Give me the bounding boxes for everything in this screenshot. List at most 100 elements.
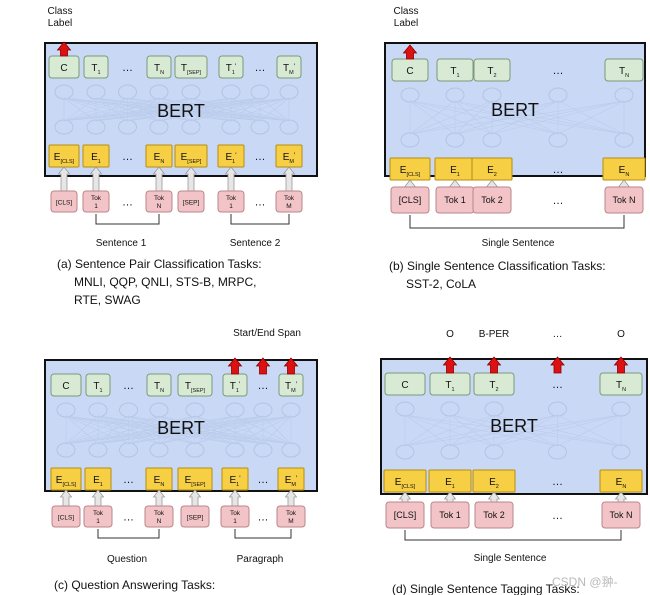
tag-arrow [442,356,458,374]
input-token-box [275,190,303,213]
attention-edge [95,97,192,122]
input-token-box [385,501,425,529]
attention-edge [493,414,558,447]
input-token-label: [SEP] [187,515,204,522]
attention-edge [158,415,196,445]
input-token-label: 1 [229,203,233,210]
panel-caption: (d) Single Sentence Tagging Tasks: [392,582,580,595]
attention-node [395,444,415,460]
attention-edge [95,97,232,122]
attention-node [614,132,634,148]
attention-node [611,444,631,460]
output-token-box [276,55,302,79]
attention-edge [63,97,160,122]
attention-edge [557,414,622,447]
attention-edge [95,97,160,122]
attention-edge [127,97,290,122]
embedding-label: E[SEP] [181,152,202,165]
group-bracket [95,214,160,225]
attention-node [181,119,201,135]
input-token-box [604,186,644,214]
attention-edge [409,100,625,135]
attention-edge [158,415,292,445]
span-label: Start/End Span [233,328,301,339]
output-token-box [218,55,244,79]
attention-edge [259,97,290,122]
input-token-label: N [157,203,162,210]
attention-edge [97,415,196,445]
attention-node [118,119,137,135]
attention-edge [97,415,264,445]
span-arrow [283,357,299,375]
attention-edge [404,414,495,447]
output-token-label: T[SEP] [185,381,206,394]
attention-edge [190,97,290,122]
output-token-label: C [62,381,69,392]
input-token-label: Tok [154,510,165,517]
attention-edge [262,415,292,445]
attention-node [225,442,245,458]
attention-edge [63,97,232,122]
attention-node [253,442,273,458]
attention-node [88,402,108,418]
attention-edge [95,97,160,122]
attention-node [445,87,465,103]
input-arrow [448,179,462,188]
attention-edge [190,97,232,122]
attention-edge [158,415,264,445]
attention-edge [65,415,196,445]
attention-node [221,119,241,135]
attention-node [279,84,299,100]
input-arrow [617,179,631,188]
ellipsis-t: … [123,380,134,392]
attention-node [482,87,502,103]
input-token-box [144,505,174,528]
attention-node [149,442,169,458]
attention-edge [234,415,292,445]
embedding-label: E[CLS] [54,152,75,165]
attention-node [440,401,460,417]
attention-edge [128,415,236,445]
output-token-box [473,58,511,82]
attention-node [253,402,273,418]
input-token-box [474,501,514,529]
output-token-box [85,373,111,397]
attention-edge [97,415,236,445]
input-token-box [82,190,110,213]
attention-edge [95,97,128,122]
attention-edge [63,97,128,122]
attention-node [88,442,108,458]
input-token-label: N [157,518,162,525]
attention-edge [128,415,236,445]
input-token-box [276,505,306,528]
attention-edge [63,97,290,122]
attention-edge [95,97,232,122]
ellipsis-e: … [123,474,134,486]
group-bracket [97,529,160,539]
panel-caption: (b) Single Sentence Classification Tasks… [389,259,606,273]
tag-arrow [486,356,502,374]
attention-edge [449,414,495,447]
attention-node [548,444,567,460]
ellipsis-input: … [553,195,564,207]
attention-edge [158,97,261,122]
embedding-label: E[CLS] [400,165,421,178]
attention-edge [491,100,625,135]
group-bracket [404,530,622,541]
output-token-box [146,373,172,397]
output-token-box [146,55,172,79]
attention-node [225,402,245,418]
class-label-text: Label [394,18,418,29]
attention-edge [230,97,290,122]
attention-edge [557,100,625,135]
output-token-label: TN [616,380,626,393]
embedding-label: E1' [229,475,240,488]
attention-node [400,87,420,103]
input-arrow [152,166,166,192]
attention-edge [158,97,232,122]
tag-label: … [553,329,563,340]
group-label: Sentence 2 [230,238,281,249]
input-arrow [57,166,71,192]
attention-edge [404,414,622,447]
ellipsis-t: … [255,62,266,74]
